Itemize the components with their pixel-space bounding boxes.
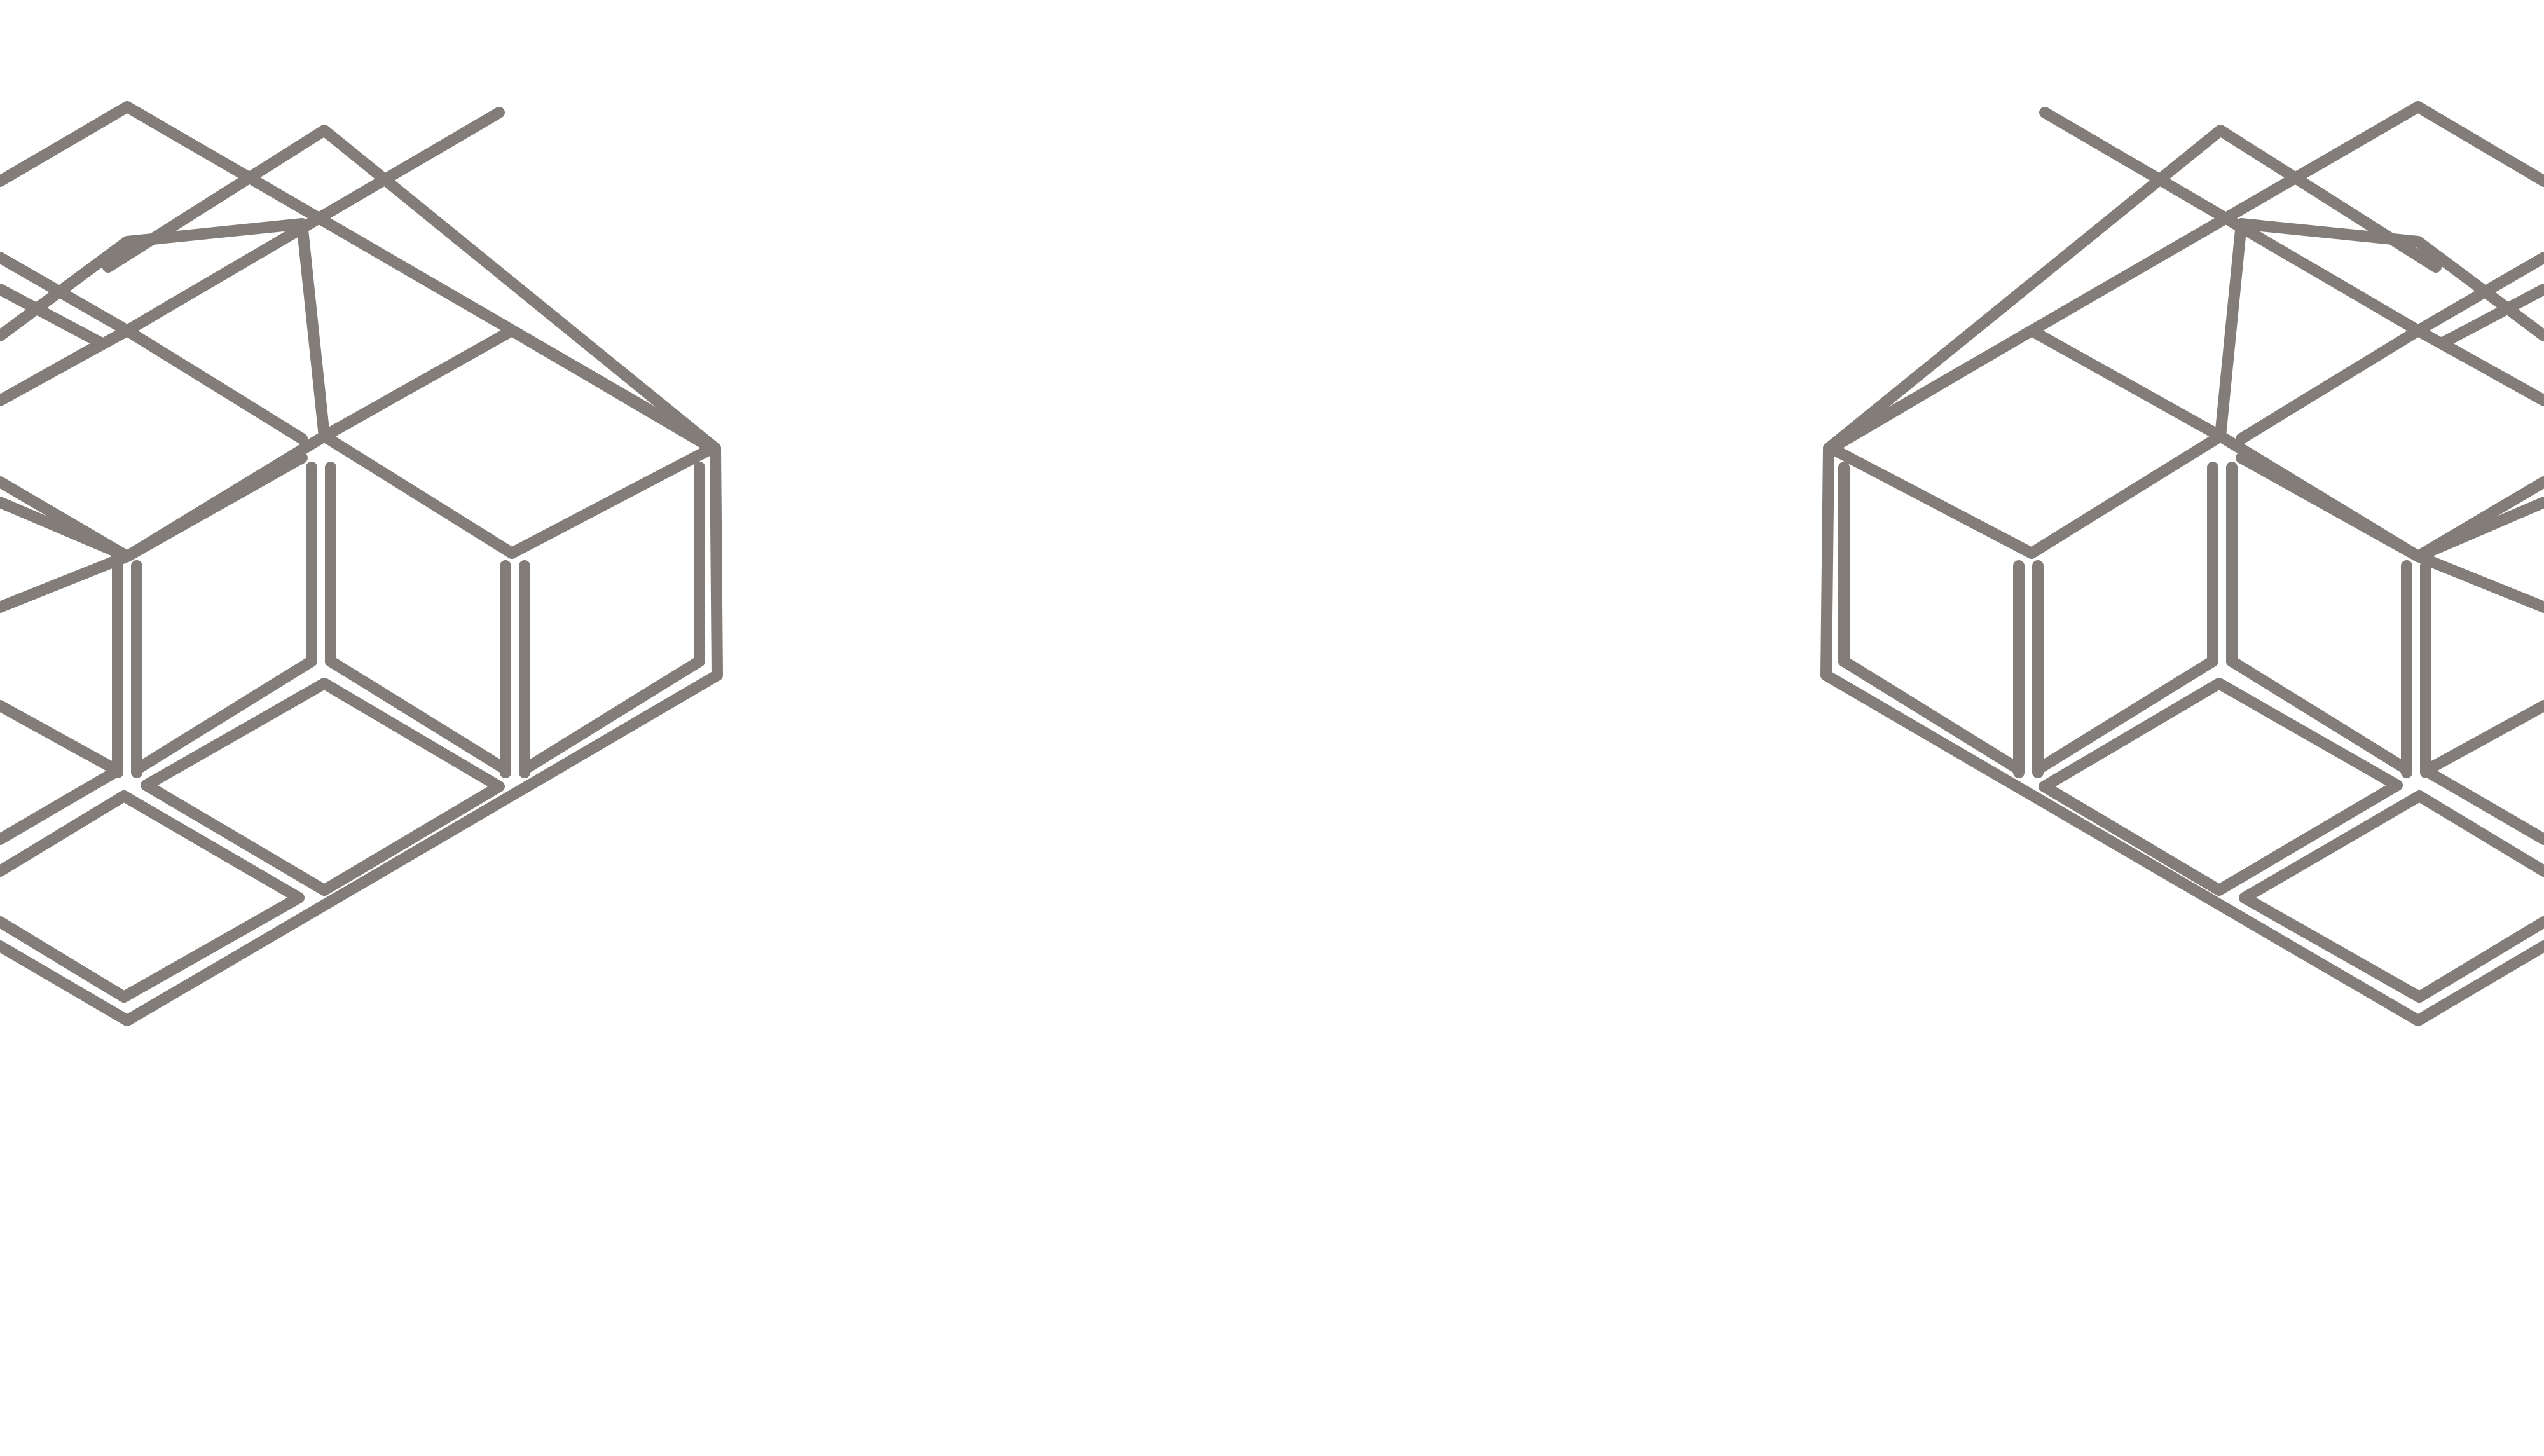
left-cube-upper-grid-5 bbox=[121, 325, 308, 444]
right-cube-upper-grid-1 bbox=[2039, 107, 2544, 336]
right-cube-upper-grid-7 bbox=[1825, 325, 2037, 454]
right-cube-lower-grid-5 bbox=[2239, 790, 2544, 1003]
right-cube-lower-grid-4 bbox=[1838, 656, 2025, 775]
left-cube-upper-grid-2 bbox=[0, 218, 330, 562]
right-cube-upper-grid-6 bbox=[2026, 325, 2226, 442]
left-isometric-cube-graphic bbox=[0, 101, 723, 1026]
left-cube-lower-grid-4 bbox=[519, 656, 705, 775]
left-cube-lower-grid-6 bbox=[141, 678, 505, 896]
left-cube-upper-grid-1 bbox=[0, 107, 505, 336]
right-cube-upper-grid-3 bbox=[1823, 125, 2442, 454]
left-cube-lower-grid-1 bbox=[0, 700, 123, 845]
left-cube-lower-grid-8 bbox=[0, 284, 107, 406]
right-cube-upper-grid-10 bbox=[2236, 452, 2424, 562]
right-cube-lower-grid-6 bbox=[2039, 678, 2403, 896]
left-cube-upper-grid-9 bbox=[319, 430, 518, 559]
right-cube-lower-grid-7 bbox=[2412, 497, 2544, 613]
left-cube-lower-grid-2 bbox=[131, 656, 317, 775]
right-cube-outer-contour bbox=[1820, 101, 2544, 1026]
right-cube-upper-grid-8 bbox=[1825, 443, 2037, 559]
left-cube-upper-grid-7 bbox=[506, 325, 718, 454]
left-cube-upper-grid-3 bbox=[102, 125, 721, 454]
right-cube-upper-grid-9 bbox=[2026, 430, 2226, 559]
right-cube-lower-grid-8 bbox=[2436, 284, 2544, 406]
left-cube-outer-contour bbox=[0, 101, 723, 1026]
right-cube-upper-grid-2 bbox=[2215, 218, 2544, 562]
left-cube-upper-grid-10 bbox=[121, 452, 308, 562]
left-cube-upper-grid-6 bbox=[319, 325, 518, 442]
left-cube-lower-grid-3 bbox=[325, 656, 511, 775]
left-cube-lower-grid-5 bbox=[0, 790, 305, 1003]
left-cube-lower-grid-7 bbox=[0, 497, 133, 613]
right-cube-lower-grid-1 bbox=[2420, 700, 2544, 845]
left-cube-upper-grid-8 bbox=[506, 443, 718, 559]
right-cube-lower-grid-2 bbox=[2226, 656, 2412, 775]
right-isometric-cube-graphic bbox=[1820, 101, 2544, 1026]
right-cube-upper-grid-5 bbox=[2236, 325, 2424, 444]
right-cube-lower-grid-3 bbox=[2032, 656, 2218, 775]
